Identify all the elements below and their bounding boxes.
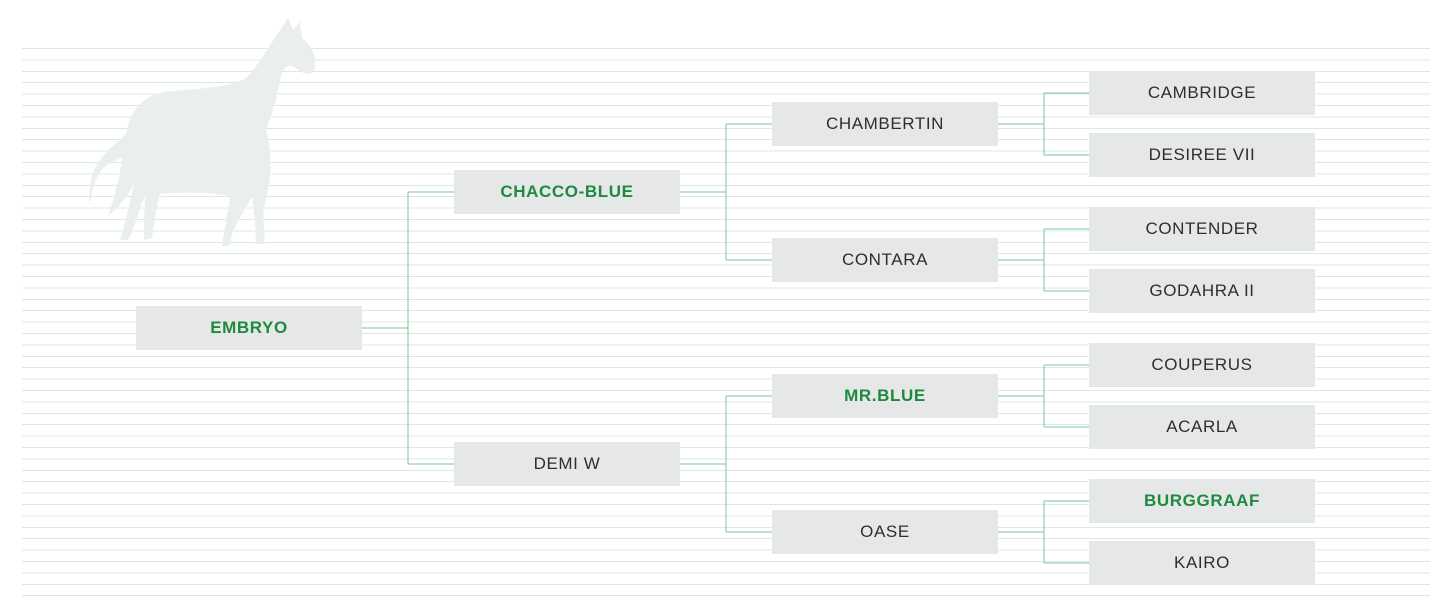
- pedigree-node-sire-sire[interactable]: CHAMBERTIN: [772, 102, 998, 146]
- pedigree-node-sire-sire-sire[interactable]: CAMBRIDGE: [1089, 71, 1315, 115]
- node-label: DESIREE VII: [1148, 145, 1256, 164]
- node-label: CONTENDER: [1145, 219, 1259, 238]
- connector-sire-sire: [998, 92, 1089, 156]
- horse-silhouette-icon: [89, 18, 316, 246]
- connector-sire-dam: [998, 228, 1089, 292]
- pedigree-node-sire[interactable]: CHACCO-BLUE: [454, 170, 680, 214]
- connector-subject: [362, 191, 454, 465]
- connector-dam: [680, 395, 772, 533]
- pedigree-node-subject[interactable]: EMBRYO: [136, 306, 362, 350]
- connector-sire: [680, 123, 772, 261]
- pedigree-node-sire-dam[interactable]: CONTARA: [772, 238, 998, 282]
- pedigree-node-dam-sire-sire[interactable]: COUPERUS: [1089, 343, 1315, 387]
- node-label: GODAHRA II: [1149, 281, 1255, 300]
- node-label: CHAMBERTIN: [825, 114, 945, 133]
- pedigree-node-dam[interactable]: DEMI W: [454, 442, 680, 486]
- node-label: ACARLA: [1166, 417, 1238, 436]
- node-label: OASE: [860, 522, 910, 541]
- pedigree-node-dam-dam-sire[interactable]: BURGGRAAF: [1089, 479, 1315, 523]
- node-label: BURGGRAAF: [1144, 491, 1260, 510]
- node-label: CAMBRIDGE: [1147, 83, 1257, 102]
- pedigree-node-sire-sire-dam[interactable]: DESIREE VII: [1089, 133, 1315, 177]
- node-label: CONTARA: [841, 250, 929, 269]
- pedigree-node-sire-dam-dam[interactable]: GODAHRA II: [1089, 269, 1315, 313]
- node-label: KAIRO: [1174, 553, 1230, 572]
- connector-dam-dam: [998, 500, 1089, 564]
- node-label: MR.BLUE: [844, 386, 926, 405]
- pedigree-node-dam-sire[interactable]: MR.BLUE: [772, 374, 998, 418]
- node-label: CHACCO-BLUE: [500, 182, 634, 201]
- pedigree-node-sire-dam-sire[interactable]: CONTENDER: [1089, 207, 1315, 251]
- pedigree-node-dam-dam[interactable]: OASE: [772, 510, 998, 554]
- pedigree-node-dam-dam-dam[interactable]: KAIRO: [1089, 541, 1315, 585]
- pedigree-node-dam-sire-dam[interactable]: ACARLA: [1089, 405, 1315, 449]
- node-label: DEMI W: [533, 454, 601, 473]
- node-label: COUPERUS: [1151, 355, 1253, 374]
- connector-dam-sire: [998, 364, 1089, 428]
- node-label: EMBRYO: [210, 318, 288, 337]
